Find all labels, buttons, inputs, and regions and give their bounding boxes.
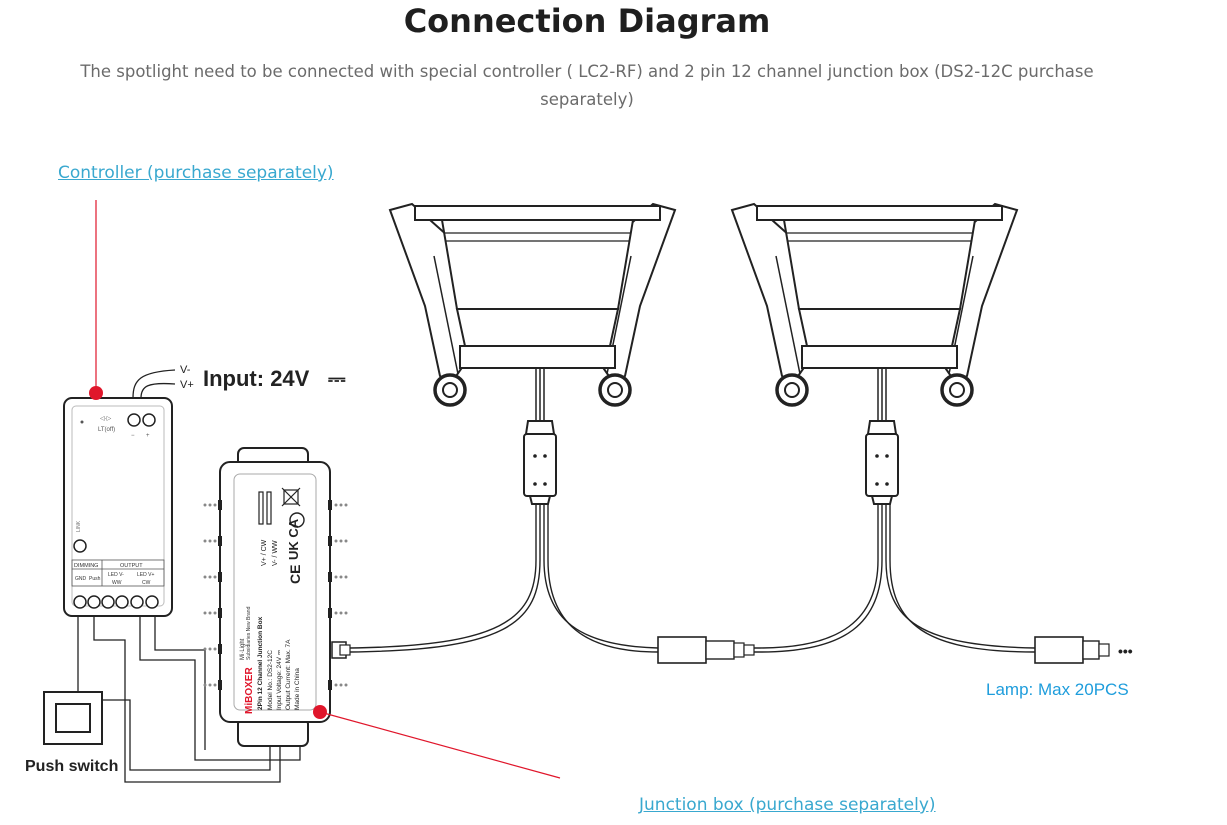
junction-box: MiBOXER Mi·Light Subsidiaries New Brand … xyxy=(203,447,348,747)
push-switch-label: Push switch xyxy=(25,758,118,775)
controller-purchase-link[interactable]: Controller (purchase separately) xyxy=(58,163,334,183)
more-lamps-ellipsis: ••• xyxy=(1118,643,1133,659)
junction-box-purchase-link[interactable]: Junction box (purchase separately) xyxy=(639,795,936,815)
junction-subbrand: Subsidiaries New Brand xyxy=(246,606,252,660)
controller-marker-dot xyxy=(89,386,103,400)
svg-text:−: − xyxy=(131,433,135,439)
junction-brand: MiBOXER xyxy=(244,667,255,714)
v-plus-label: V+ xyxy=(180,379,194,391)
junction-vww: V- / WW xyxy=(272,540,279,566)
input-voltage-label: Input: 24V xyxy=(203,366,310,391)
junction-model: Model No.: DS2-12C xyxy=(267,650,274,710)
v-minus-label: V- xyxy=(180,364,191,376)
junction-made-in: Made in China xyxy=(294,668,301,710)
junction-ukca: UK CA xyxy=(286,518,301,560)
spotlight-2 xyxy=(730,202,1019,506)
dc-symbol: ⎓ xyxy=(328,366,346,391)
page-title: Connection Diagram xyxy=(403,2,771,40)
controller-device: ◁·▷ LT(off) − + LINK DIMMING OUTPUT GND … xyxy=(63,397,173,617)
junction-input-voltage: Input Voltage: 24V ⎓ xyxy=(276,650,283,710)
junction-vcw: V+ / CW xyxy=(261,539,268,566)
output-label: OUTPUT xyxy=(120,563,143,569)
svg-text:◁·▷: ◁·▷ xyxy=(100,416,112,422)
svg-text:+: + xyxy=(146,433,150,439)
cw-label: CW xyxy=(142,580,151,586)
lamp-max-label: Lamp: Max 20PCS xyxy=(986,680,1129,699)
junction-output-current: Output Current: Max. 7A xyxy=(285,639,292,710)
led-vminus-label: LED V- xyxy=(108,572,124,578)
svg-text:LT(off): LT(off) xyxy=(98,427,115,433)
controller-link-label: LINK xyxy=(76,520,82,532)
spotlight-1 xyxy=(388,202,677,506)
gnd-label: GND xyxy=(75,576,87,582)
push-label: Push xyxy=(89,576,101,582)
led-vplus-label: LED V+ xyxy=(137,572,154,578)
inline-connector-1 xyxy=(657,636,755,664)
junction-tagline: Mi·Light xyxy=(240,638,246,660)
page-subtitle: The spotlight need to be connected with … xyxy=(80,62,1094,109)
weee-bin-icon xyxy=(281,487,301,507)
push-switch xyxy=(43,691,103,745)
ww-label: WW xyxy=(112,580,122,586)
junction-ce: CE xyxy=(287,565,303,584)
junction-product: 2Pin 12 Channel Junction Box xyxy=(257,616,264,710)
inline-connector-2 xyxy=(1034,636,1110,664)
dimming-label: DIMMING xyxy=(74,563,98,569)
certification-mark-icon xyxy=(289,512,305,528)
junction-marker-dot xyxy=(313,705,327,719)
